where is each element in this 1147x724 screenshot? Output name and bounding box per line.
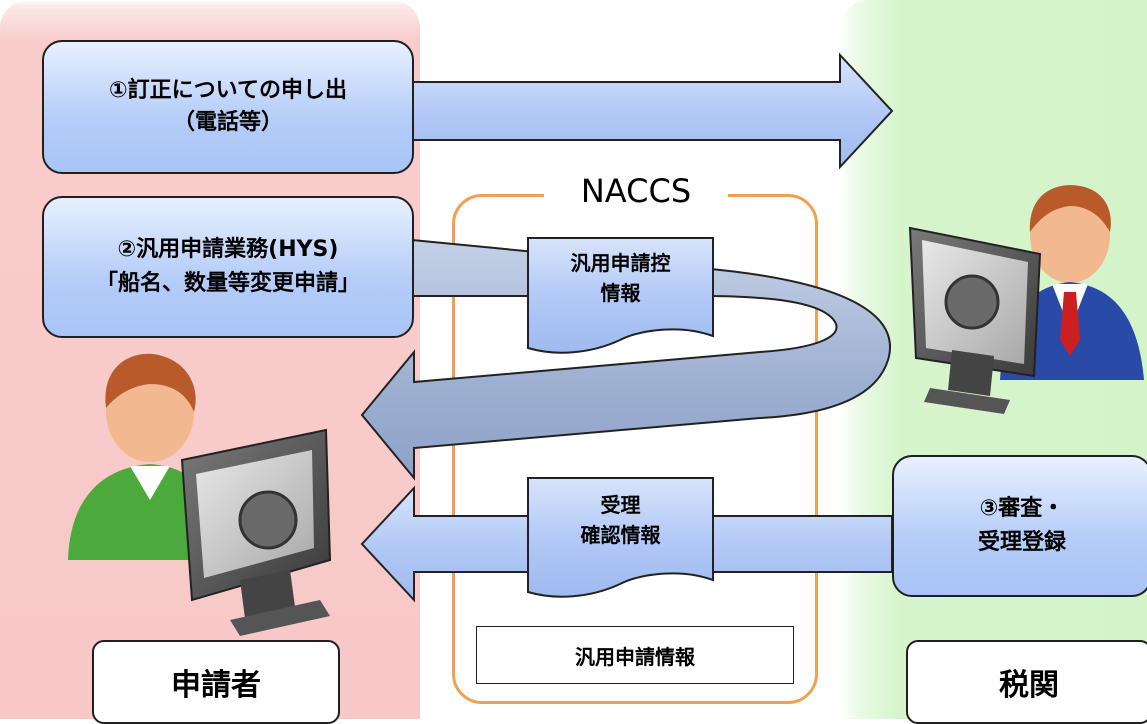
doc-acceptance-shape: [527, 477, 714, 598]
doc-application-copy-label: 汎用申請控 情報: [570, 251, 671, 305]
doc-application-copy-shape: [527, 237, 714, 354]
arrow-step2-return-curve: [360, 238, 891, 481]
step1-request-box: ①訂正についての申し出 （電話等）: [42, 40, 414, 174]
customs-label: 税関: [906, 640, 1147, 724]
applicant-label: 申請者: [92, 640, 340, 724]
applicant-computer-icon: [180, 428, 332, 636]
naccs-title: NACCS: [544, 168, 728, 214]
doc-acceptance-label: 受理 確認情報: [580, 493, 661, 547]
step3-review-registration-box: ③審査・ 受理登録: [892, 455, 1147, 597]
naccs-application-info-box: 汎用申請情報: [476, 626, 794, 684]
customs-computer-icon: [908, 226, 1042, 414]
arrow-step1-request: [411, 52, 894, 170]
step2-hys-application-box: ②汎用申請業務(HYS) 「船名、数量等変更申請」: [42, 196, 414, 338]
